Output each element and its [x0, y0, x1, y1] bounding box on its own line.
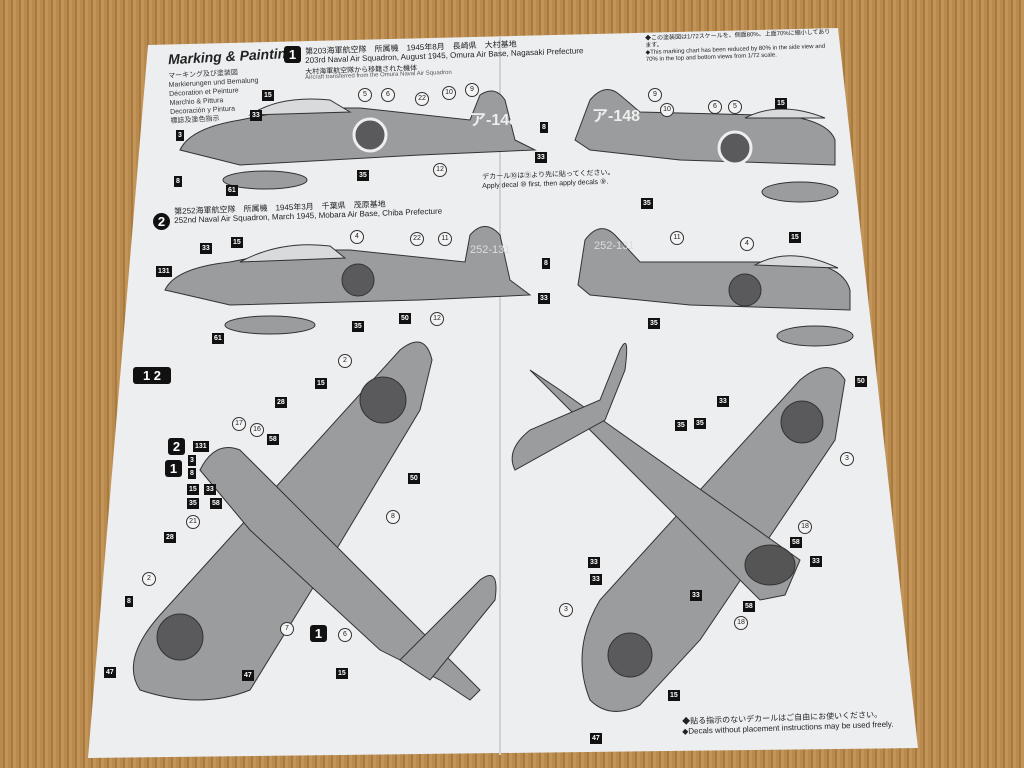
callout-box: 8 [125, 596, 133, 607]
callout: 12 [433, 163, 447, 177]
side-view-1-left [179, 90, 537, 190]
callout-box: 15 [187, 484, 199, 495]
callout: 18 [734, 616, 748, 630]
tail-code-1-right: ア-148 [592, 108, 641, 125]
side-view-2-left [164, 226, 532, 335]
callout-box: 50 [408, 473, 420, 484]
callout-box: 131 [156, 266, 172, 277]
callout-box: 33 [204, 484, 216, 495]
callout-box: 61 [226, 185, 238, 196]
callout: 9 [648, 88, 662, 102]
callout-box: 33 [588, 557, 600, 568]
callout: 4 [350, 230, 364, 244]
callout-box: 47 [590, 733, 602, 744]
callout: 6 [381, 88, 395, 102]
tail-code-2-right: 252-131 [594, 240, 635, 252]
callout: 16 [250, 423, 264, 437]
callout-box: 28 [275, 397, 287, 408]
callout: 3 [840, 452, 854, 466]
side-view-1-right [574, 89, 839, 203]
callout: 12 [430, 312, 444, 326]
version-1-badge: 1 [284, 46, 301, 63]
callout: 10 [442, 86, 456, 100]
callout: 18 [798, 520, 812, 534]
callout-box: 35 [648, 318, 660, 329]
callout: 6 [708, 100, 722, 114]
callout-box: 33 [590, 574, 602, 585]
callout-box: 3 [176, 130, 184, 141]
callout: 11 [438, 232, 452, 246]
callout-box: 58 [267, 434, 279, 445]
top-view [132, 341, 497, 701]
callout: 22 [410, 232, 424, 246]
callout-box: 8 [540, 122, 548, 133]
callout-box: 3 [188, 455, 196, 466]
tail-code-2-left: 252-131 [470, 244, 511, 256]
callout-box: 15 [668, 690, 680, 701]
callout-box: 15 [775, 98, 787, 109]
callout-box: 33 [535, 152, 547, 163]
version-2-marker: 2 [168, 438, 185, 455]
callout: 17 [232, 417, 246, 431]
callout-box: 33 [200, 243, 212, 254]
callout-box: 15 [262, 90, 274, 101]
callout: 8 [386, 510, 400, 524]
callout: 11 [670, 231, 684, 245]
callout-box: 35 [675, 420, 687, 431]
callout-box: 15 [315, 378, 327, 389]
callout: 2 [142, 572, 156, 586]
callout: 22 [415, 92, 429, 106]
callout-box: 35 [352, 321, 364, 332]
callout: 9 [465, 83, 479, 97]
callout-box: 35 [641, 198, 653, 209]
callout-box: 33 [810, 556, 822, 567]
heading-translations: マーキング及び塗装図 Markierungen und Bemalung Déc… [168, 67, 261, 126]
version-1-marker: 1 [165, 460, 182, 477]
callout: 4 [740, 237, 754, 251]
callout: 21 [186, 515, 200, 529]
callout: 6 [338, 628, 352, 642]
callout-box: 35 [357, 170, 369, 181]
callout-box: 35 [694, 418, 706, 429]
callout-box: 47 [104, 667, 116, 678]
callout-box: 58 [790, 537, 802, 548]
callout-box: 131 [193, 441, 209, 452]
callout-box: 35 [187, 498, 199, 509]
callout-box: 15 [789, 232, 801, 243]
callout-box: 33 [690, 590, 702, 601]
callout: 2 [338, 354, 352, 368]
callout-box: 50 [399, 313, 411, 324]
callout-box: 33 [538, 293, 550, 304]
callout-box: 28 [164, 532, 176, 543]
tail-code-1-left: ア-148 [470, 112, 519, 129]
callout-box: 50 [855, 376, 867, 387]
side-view-2-right [577, 228, 854, 347]
callout-box: 8 [542, 258, 550, 269]
bottom-view [511, 342, 846, 712]
callout-box: 58 [743, 601, 755, 612]
callout-box: 33 [250, 110, 262, 121]
callout-box: 8 [174, 176, 182, 187]
callout-box: 15 [231, 237, 243, 248]
callout-box: 33 [717, 396, 729, 407]
version-1-marker: 1 [310, 625, 327, 642]
callout: 5 [728, 100, 742, 114]
callout-box: 8 [188, 468, 196, 479]
version-2-badge: 2 [153, 213, 170, 230]
callout-box: 58 [210, 498, 222, 509]
callout: 3 [559, 603, 573, 617]
callout-box: 15 [336, 668, 348, 679]
callout-box: 61 [212, 333, 224, 344]
topview-badge: 1 2 [133, 367, 171, 384]
callout: 5 [358, 88, 372, 102]
callout: 7 [280, 622, 294, 636]
callout-box: 47 [242, 670, 254, 681]
callout: 10 [660, 103, 674, 117]
